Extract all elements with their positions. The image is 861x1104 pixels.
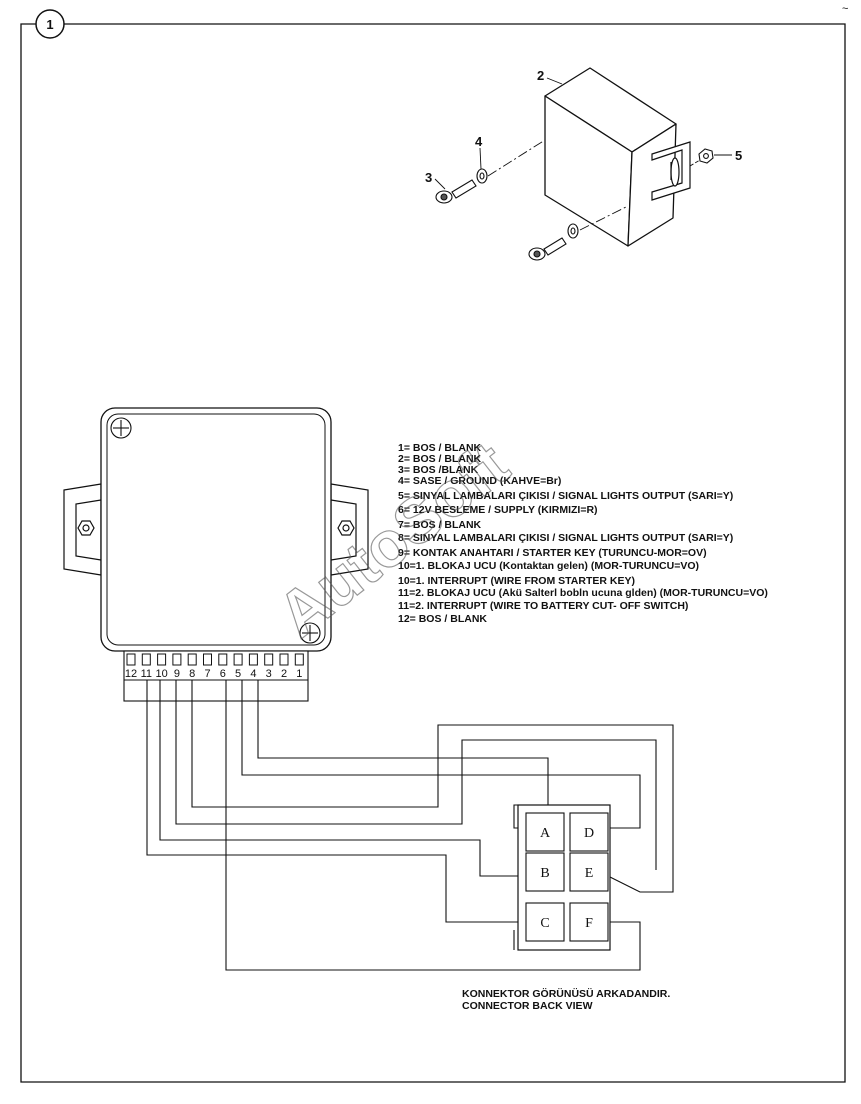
legend-line: 2= BOS / BLANK <box>398 453 482 465</box>
connector-note-line1: KONNEKTOR GÖRÜNÜSÜ ARKADANDIR. <box>462 987 670 1000</box>
pin-number-label: 12 <box>125 668 137 680</box>
connector-cell-label: D <box>584 826 594 841</box>
leader-module <box>546 77 563 85</box>
pin-tab <box>279 653 289 666</box>
screw-bottom-right-icon <box>299 622 321 644</box>
washer-upper <box>476 168 488 184</box>
connector-cell <box>525 812 565 852</box>
legend-line: 12= BOS / BLANK <box>398 613 487 625</box>
wiring-harness <box>146 680 674 971</box>
callout-washer: 4 <box>475 134 483 149</box>
screw-top-left-icon <box>110 417 132 439</box>
pin-tab <box>172 653 182 666</box>
legend-line: 8= SINYAL LAMBALARI ÇIKISI / SIGNAL LIGH… <box>398 532 733 544</box>
connector-cell <box>569 852 609 892</box>
frame-border <box>20 23 846 1083</box>
connector-cell-label: F <box>585 916 593 931</box>
figure-number: 1 <box>46 17 53 32</box>
pin-number-label: 4 <box>250 668 256 680</box>
pin-number-label: 2 <box>281 668 287 680</box>
exploded-module-view: 2 3 4 5 <box>425 67 742 261</box>
pin-tabs <box>126 653 304 666</box>
connector-cell-label: A <box>540 826 551 841</box>
leader-bolt <box>434 178 446 190</box>
legend-line: 10=1. BLOKAJ UCU (Kontaktan gelen) (MOR-… <box>398 560 699 572</box>
wire-pin11-to-c <box>146 680 526 923</box>
connector-cell-label: C <box>540 916 549 931</box>
axis-line-lower <box>579 205 629 231</box>
module-bracket <box>651 141 691 201</box>
legend-line: 11=2. INTERRUPT (WIRE TO BATTERY CUT- OF… <box>398 600 688 612</box>
left-mounting-ear <box>63 483 102 576</box>
pin-tab <box>233 653 243 666</box>
bolt-lower <box>528 237 567 261</box>
wire-pin4-to-a <box>257 680 549 813</box>
pin-tab <box>157 653 167 666</box>
wire-pin8-to-e <box>191 680 674 893</box>
legend-line: 10=1. INTERRUPT (WIRE FROM STARTER KEY) <box>398 575 635 587</box>
connector-cell <box>569 902 609 942</box>
axis-line-upper <box>487 139 546 177</box>
pin-tab <box>264 653 274 666</box>
legend-line: 5= SINYAL LAMBALARI ÇIKISI / SIGNAL LIGH… <box>398 490 733 502</box>
pin-tab <box>187 653 197 666</box>
pin-tab <box>248 653 258 666</box>
pin-header <box>123 650 309 702</box>
connector-back-view: A D B E C F <box>517 804 611 951</box>
pin-number-label: 3 <box>266 668 272 680</box>
pin-number-label: 1 <box>296 668 302 680</box>
callout-bolt: 3 <box>425 170 432 185</box>
figure-number-badge: 1 <box>35 9 65 39</box>
legend-line: 11=2. BLOKAJ UCU (Akü Salterl bobln ucun… <box>398 587 768 599</box>
connector-cell <box>569 812 609 852</box>
callout-module: 2 <box>537 68 544 83</box>
nut <box>698 148 714 164</box>
legend-line: 7= BOS / BLANK <box>398 519 482 531</box>
bolt-upper <box>435 179 477 204</box>
module-body-inner <box>106 413 326 646</box>
pin-tab <box>218 653 228 666</box>
connector-note-line2: CONNECTOR BACK VIEW <box>462 1000 593 1012</box>
pin-tab <box>294 653 304 666</box>
axis-line-nut <box>689 159 701 167</box>
wire-pin5-to-d <box>241 680 641 829</box>
pin-number-label: 8 <box>189 668 195 680</box>
connector-cell <box>525 852 565 892</box>
pin-number-label: 10 <box>155 668 167 680</box>
connector-cells: A D B E C F <box>525 812 609 942</box>
pin-tab <box>126 653 136 666</box>
connector-cell <box>525 902 565 942</box>
corner-mark: ~ <box>842 3 848 15</box>
wire-pin10-to-b <box>159 680 526 877</box>
wire-pin9-to-e-right <box>175 680 657 870</box>
pin-number-label: 5 <box>235 668 241 680</box>
pin-tab <box>141 653 151 666</box>
callout-nut: 5 <box>735 148 742 163</box>
wire-pin6-to-f <box>225 680 641 971</box>
connector-cell-label: E <box>585 866 594 881</box>
legend-line: 9= KONTAK ANAHTARI / STARTER KEY (TURUNC… <box>398 547 707 559</box>
pin-number-label: 9 <box>174 668 180 680</box>
washer-lower <box>567 223 579 239</box>
legend-line: 4= SASE / GROUND (KAHVE=Br) <box>398 475 561 487</box>
pin-number-label: 11 <box>141 668 152 680</box>
leader-washer <box>479 147 482 170</box>
pin-number-label: 6 <box>220 668 226 680</box>
legend-line: 1= BOS / BLANK <box>398 442 482 454</box>
legend-line: 3= BOS /BLANK <box>398 464 479 476</box>
legend-line: 6= 12V BESLEME / SUPPLY (KIRMIZI=R) <box>398 504 598 516</box>
pin-number-label: 7 <box>204 668 210 680</box>
connector-cell-label: B <box>540 866 549 881</box>
pin-tab <box>203 653 212 666</box>
